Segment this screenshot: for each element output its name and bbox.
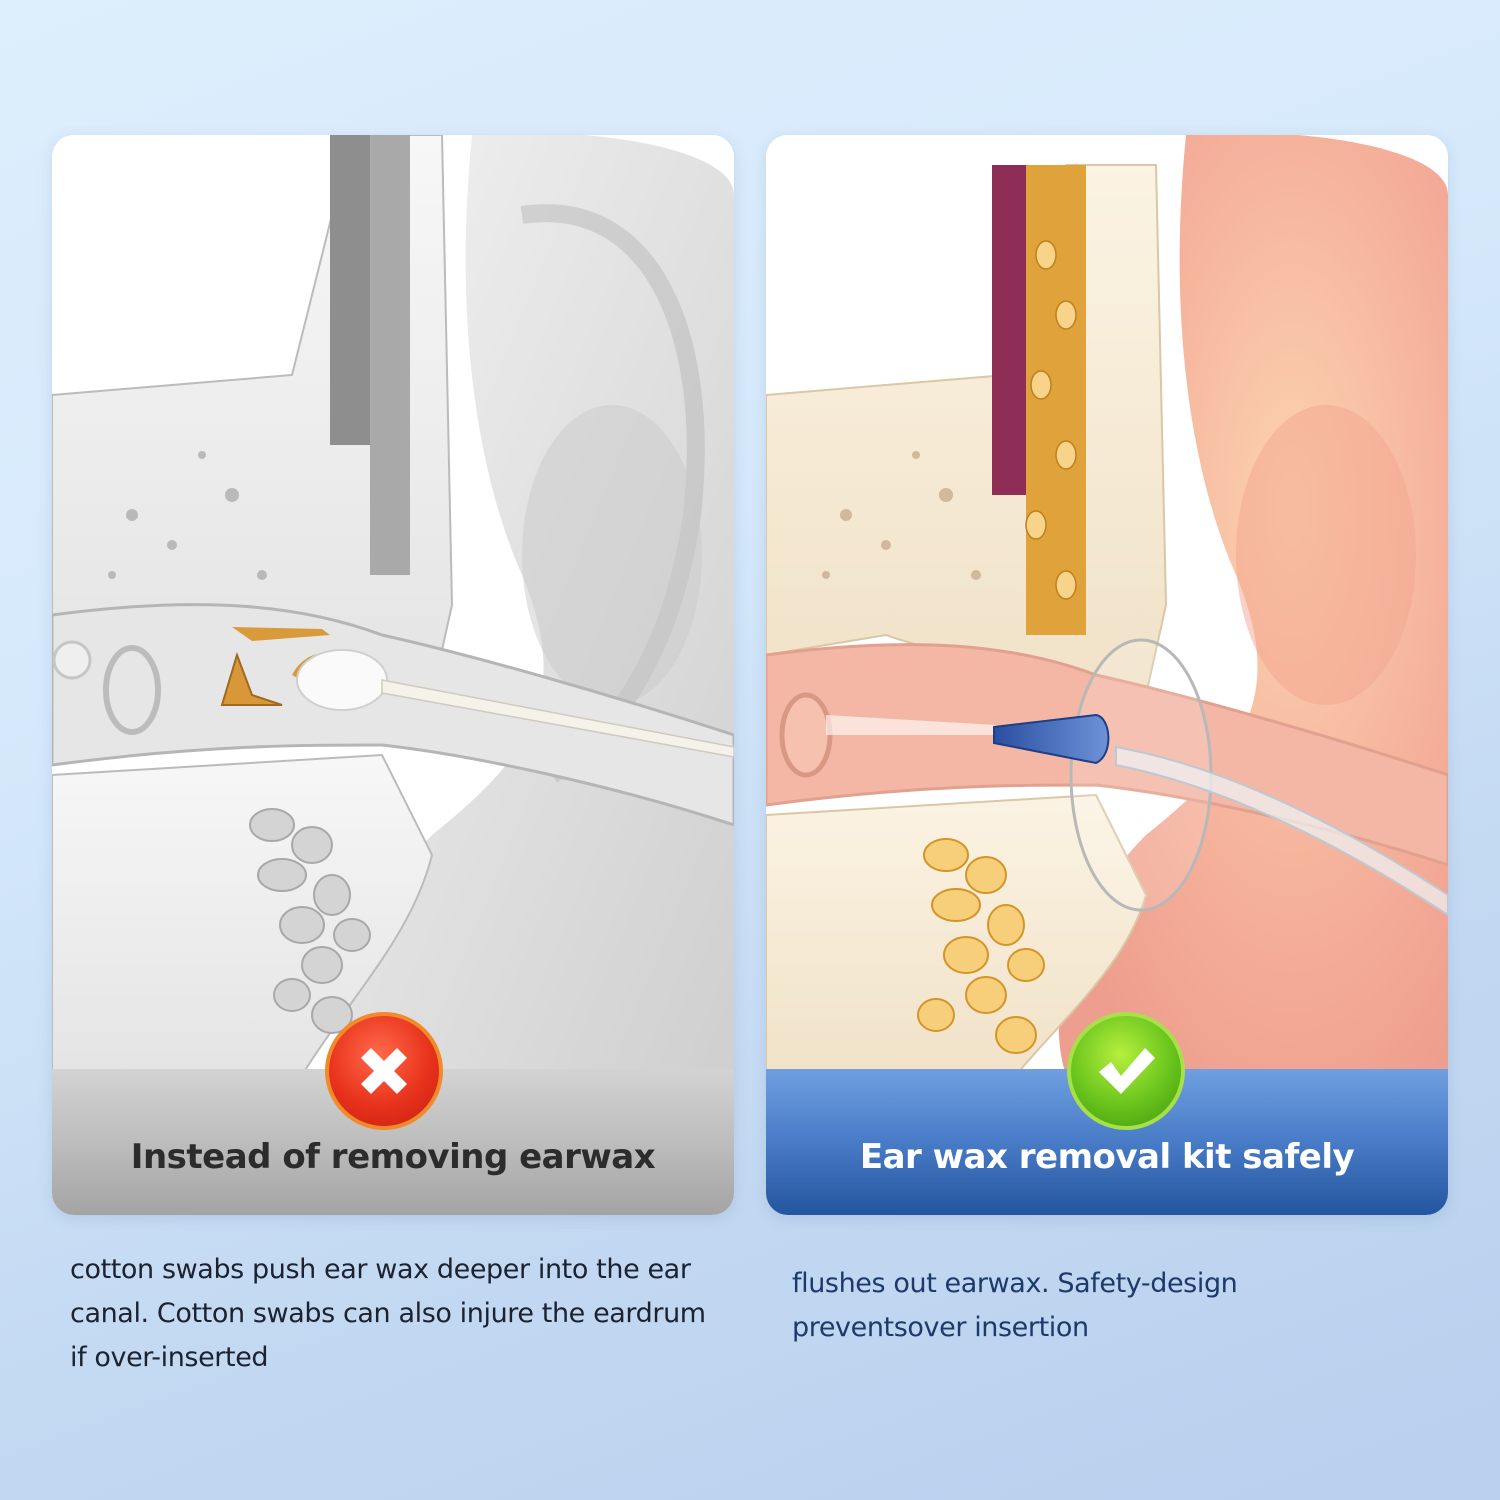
cross-icon <box>325 1012 443 1130</box>
ear-swab-illustration <box>52 135 734 1075</box>
caption-good: Ear wax removal kit safely <box>859 1137 1355 1177</box>
description-good: flushes out earwax. Safety-design preven… <box>792 1268 1238 1343</box>
checkmark-icon <box>1067 1012 1185 1130</box>
comparison-panel-bad: Instead of removing earwax <box>52 135 734 1215</box>
description-bad: cotton swabs push ear wax deeper into th… <box>70 1254 706 1373</box>
caption-bad: Instead of removing earwax <box>130 1137 656 1177</box>
ear-irrigation-illustration <box>766 135 1448 1075</box>
comparison-panel-good: Ear wax removal kit safely <box>766 135 1448 1215</box>
